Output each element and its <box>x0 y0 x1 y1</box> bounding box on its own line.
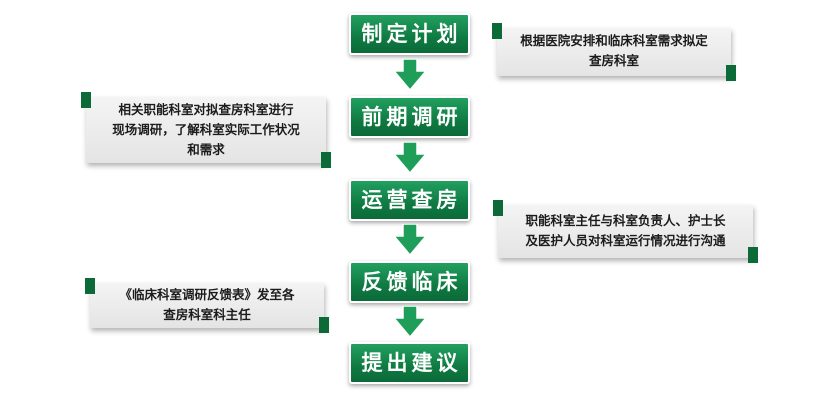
note-line: 相关职能科室对拟查房科室进行 <box>118 102 294 117</box>
note-line: 和需求 <box>187 142 225 157</box>
arrow-down-icon <box>394 142 426 174</box>
note-line: 现场调研，了解科室实际工作状况 <box>112 122 300 137</box>
note-rounds: 职能科室主任与科室负责人、护士长 及医护人员对科室运行情况进行沟通 <box>493 200 758 263</box>
note-plan: 根据医院安排和临床科室需求拟定 查房科室 <box>492 23 736 81</box>
step-suggest: 提出建议 <box>349 342 470 384</box>
note-line: 及医护人员对科室运行情况进行沟通 <box>525 233 726 248</box>
note-research: 相关职能科室对拟查房科室进行 现场调研，了解科室实际工作状况 和需求 <box>81 92 331 168</box>
note-line: 《临床科室调研反馈表》发至各 <box>119 287 295 302</box>
note-tab <box>85 278 95 294</box>
note-tab <box>748 247 758 263</box>
note-line: 职能科室主任与科室负责人、护士长 <box>525 213 726 228</box>
note-tab <box>81 92 91 108</box>
note-line: 根据医院安排和临床科室需求拟定 <box>520 33 708 48</box>
note-tab <box>493 200 503 216</box>
note-feedback: 《临床科室调研反馈表》发至各 查房科室科主任 <box>85 278 329 333</box>
note-tab <box>726 65 736 81</box>
step-plan: 制定计划 <box>349 13 470 55</box>
step-rounds: 运营查房 <box>349 179 470 221</box>
note-line: 查房科室科主任 <box>163 307 251 322</box>
note-tab <box>492 23 502 39</box>
note-tab <box>321 152 331 168</box>
step-feedback: 反馈临床 <box>349 261 470 303</box>
note-line: 查房科室 <box>588 53 639 68</box>
arrow-down-icon <box>394 59 426 91</box>
arrow-down-icon <box>394 306 426 338</box>
step-research: 前期调研 <box>349 96 470 138</box>
note-tab <box>319 317 329 333</box>
arrow-down-icon <box>394 224 426 256</box>
